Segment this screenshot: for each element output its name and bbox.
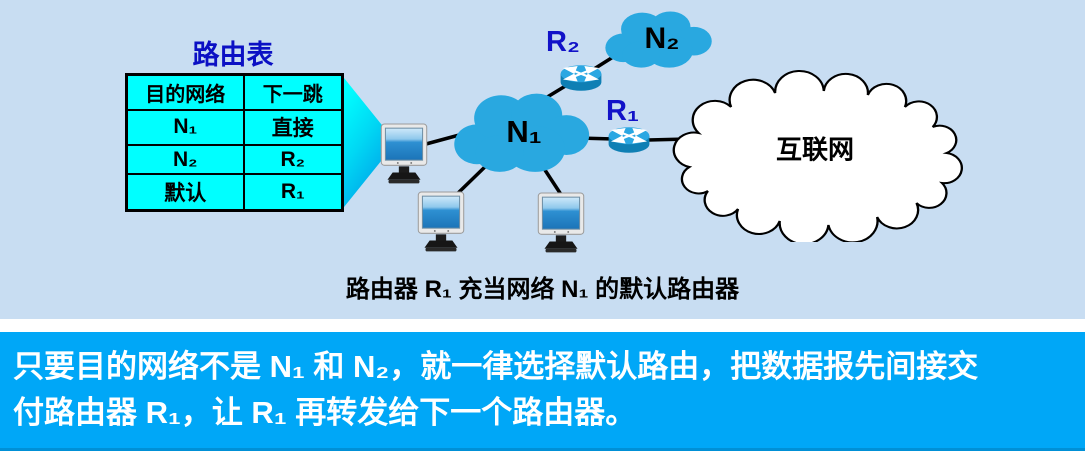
network-n2: N₂ (602, 6, 714, 72)
link-line (541, 165, 564, 198)
routing-table-title: 路由表 (192, 40, 274, 70)
internet-label: 互联网 (775, 134, 855, 165)
computer-icon (380, 123, 428, 184)
network-n1-label: N₁ (506, 114, 542, 149)
internet-cloud: 互联网 (672, 64, 964, 246)
table-cell: R₁ (242, 173, 344, 212)
table-cell: R₂ (242, 144, 344, 176)
router-r2 (555, 61, 607, 95)
host-computer-3 (537, 192, 585, 261)
host-computer-1 (380, 123, 428, 192)
routing-table: 目的网络 下一跳 N₁ 直接 N₂ R₂ 默认 R₁ (125, 73, 344, 212)
computer-icon (537, 192, 585, 253)
computer-icon (417, 191, 465, 252)
router-icon (560, 65, 602, 91)
router-icon (608, 127, 650, 153)
table-cell: 默认 (125, 173, 245, 212)
network-n1: N₁ (450, 86, 592, 178)
network-n2-label: N₂ (644, 22, 680, 55)
banner-line-1: 只要目的网络不是 N₁ 和 N₂，就一律选择默认路由，把数据报先间接交 (13, 349, 979, 384)
table-header-destination: 目的网络 (125, 73, 245, 111)
summary-banner: 只要目的网络不是 N₁ 和 N₂，就一律选择默认路由，把数据报先间接交 付路由器… (0, 332, 1085, 451)
table-header-nexthop: 下一跳 (242, 73, 344, 111)
router-r2-label: R₂ (546, 26, 580, 58)
network-cloud-icon (454, 93, 590, 172)
host-computer-2 (417, 191, 465, 260)
network-cloud-icon (605, 11, 712, 68)
table-cell: N₂ (125, 144, 245, 176)
table-cell: N₁ (125, 108, 245, 147)
router-r1-label: R₁ (606, 95, 639, 127)
diagram-caption: 路由器 R₁ 充当网络 N₁ 的默认路由器 (345, 276, 740, 303)
internet-cloud-icon (672, 70, 963, 246)
router-r1 (603, 123, 655, 157)
table-cell: 直接 (242, 108, 344, 147)
banner-line-2: 付路由器 R₁，让 R₁ 再转发给下一个路由器。 (13, 395, 637, 430)
